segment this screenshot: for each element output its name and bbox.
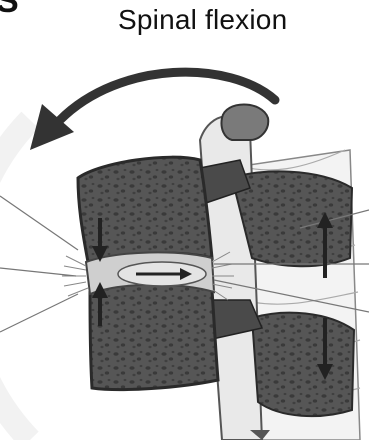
lower-vertebral-body xyxy=(90,283,218,389)
left-leader-lines xyxy=(0,196,78,332)
background-arc xyxy=(0,120,30,440)
cord-top xyxy=(221,105,268,141)
lower-spinous-process xyxy=(252,313,354,416)
